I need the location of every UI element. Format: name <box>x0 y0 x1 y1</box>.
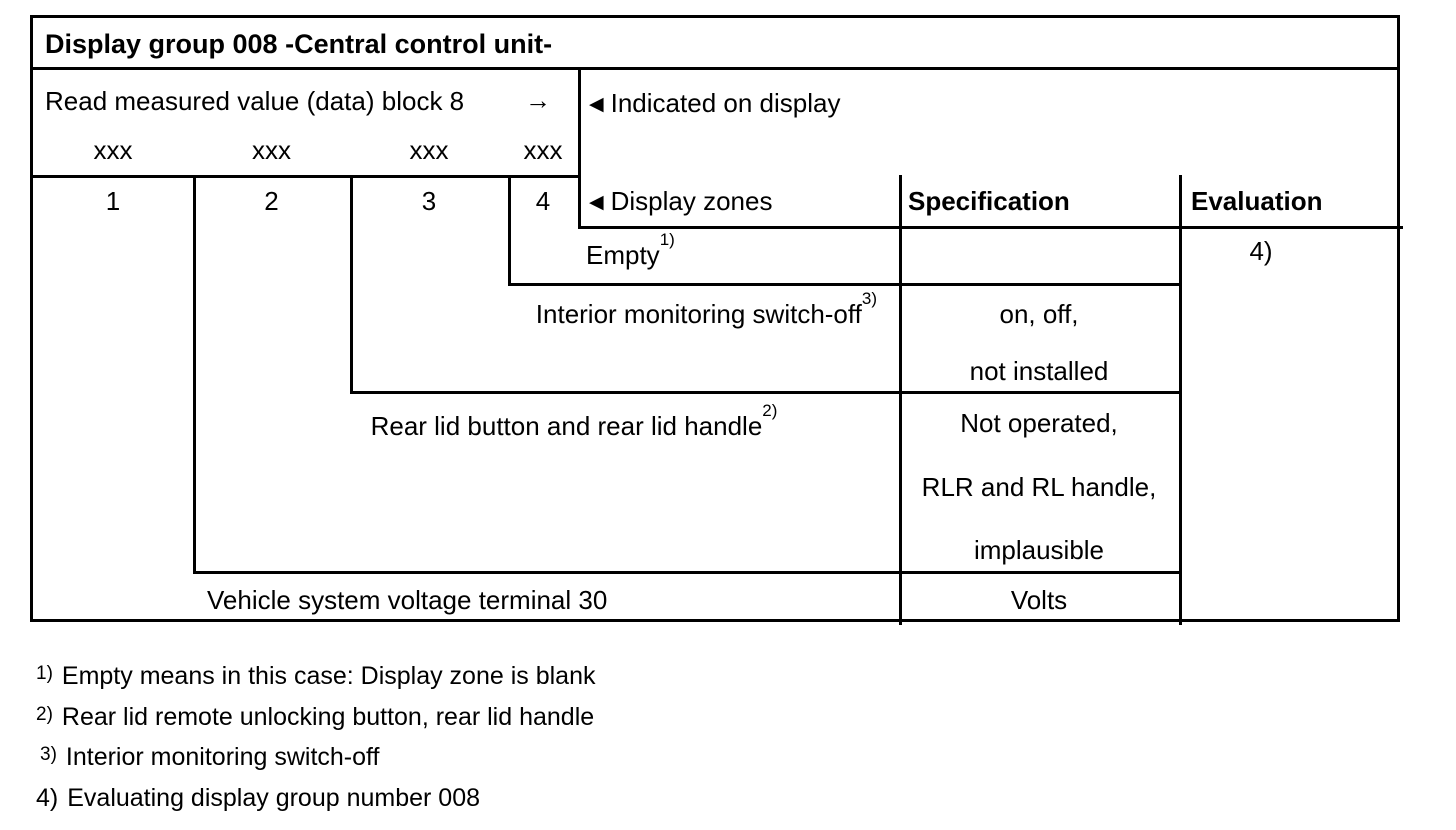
zone-label-interior-text: Interior monitoring switch-off <box>535 299 862 329</box>
evaluation-header: Evaluation <box>1191 186 1323 216</box>
spec-rear-lid-line-3: implausible <box>973 535 1105 565</box>
display-zones-header: ◀ Display zones <box>589 186 772 220</box>
footnote-3-text: Interior monitoring switch-off <box>65 743 380 771</box>
spec-interior-line-2: not installed <box>969 356 1109 386</box>
footnote-1-marker: 1) <box>36 663 53 684</box>
footnote-4: 4) Evaluating display group number 008 <box>36 783 480 813</box>
zone-number-2: 2 <box>264 186 279 216</box>
footnote-2-marker: 2) <box>36 704 53 725</box>
footnote-ref-1: 1) <box>659 230 675 250</box>
spec-voltage-line-1: Volts <box>1010 585 1068 615</box>
footnote-3: 3) Interior monitoring switch-off <box>36 742 379 775</box>
footnote-2: 2) Rear lid remote unlocking button, rear… <box>36 702 594 735</box>
zone-label-rear-lid: Rear lid button and rear lid handle2) <box>193 402 899 441</box>
evaluation-column-divider <box>1179 175 1182 625</box>
left-box-right-border <box>578 70 581 229</box>
display-zones-label: Display zones <box>610 186 773 216</box>
footnote-ref-2: 2) <box>762 401 778 421</box>
zone-number-1: 1 <box>105 186 121 216</box>
indicated-on-display: ◀ Indicated on display <box>589 88 840 122</box>
column-divider-2-3 <box>350 175 353 391</box>
column-divider-1-2 <box>193 175 196 571</box>
zone-number-3: 3 <box>421 186 437 216</box>
interior-row-bottom-line <box>350 391 1182 394</box>
rear-lid-row-bottom-line <box>193 571 1182 574</box>
spec-interior-line-1: on, off, <box>999 299 1079 329</box>
zone-number-4: 4 <box>535 186 551 216</box>
footnote-ref-3: 3) <box>861 289 877 309</box>
zone-label-empty: Empty1) <box>586 231 675 270</box>
header-row-bottom-line <box>578 226 1403 229</box>
column-divider-3-4 <box>508 175 511 283</box>
footnote-3-marker: 3) <box>40 744 57 765</box>
footnote-2-text: Rear lid remote unlocking button, rear l… <box>61 703 595 731</box>
footnote-4-marker: 4) <box>36 784 59 812</box>
specification-column-divider <box>899 175 902 625</box>
footnote-4-text: Evaluating display group number 008 <box>67 784 481 812</box>
spec-rear-lid-line-1: Not operated, <box>960 408 1118 438</box>
zone-label-empty-text: Empty <box>586 240 660 270</box>
footnote-1-text: Empty means in this case: Display zone i… <box>61 662 596 690</box>
indicated-on-display-label: Indicated on display <box>610 88 841 118</box>
xxx-placeholder-1: xxx <box>93 135 133 165</box>
xxx-placeholder-2: xxx <box>252 135 291 165</box>
evaluation-value: 4) <box>1249 236 1273 266</box>
footnote-1: 1) Empty means in this case: Display zone… <box>36 661 595 694</box>
left-box-bottom-line <box>33 175 581 178</box>
zone-label-rear-lid-text: Rear lid button and rear lid handle <box>370 411 763 441</box>
empty-row-bottom-line <box>508 283 1182 286</box>
right-arrow-icon: → <box>525 85 551 115</box>
xxx-placeholder-3: xxx <box>409 135 449 165</box>
zone-label-voltage: Vehicle system voltage terminal 30 <box>207 585 608 615</box>
zone-label-interior: Interior monitoring switch-off3) <box>350 290 899 329</box>
spec-rear-lid-line-2: RLR and RL handle, <box>921 472 1157 502</box>
left-triangle-icon: ◀ <box>589 94 604 115</box>
read-measured-value-label: Read measured value (data) block 8 <box>45 86 465 116</box>
measured-value-block-table: Display group 008 -Central control unit-… <box>30 15 1403 625</box>
left-triangle-icon: ◀ <box>589 192 604 213</box>
xxx-placeholder-4: xxx <box>523 135 563 165</box>
specification-header: Specification <box>908 186 1070 216</box>
display-group-title: Display group 008 -Central control unit- <box>33 18 1397 70</box>
